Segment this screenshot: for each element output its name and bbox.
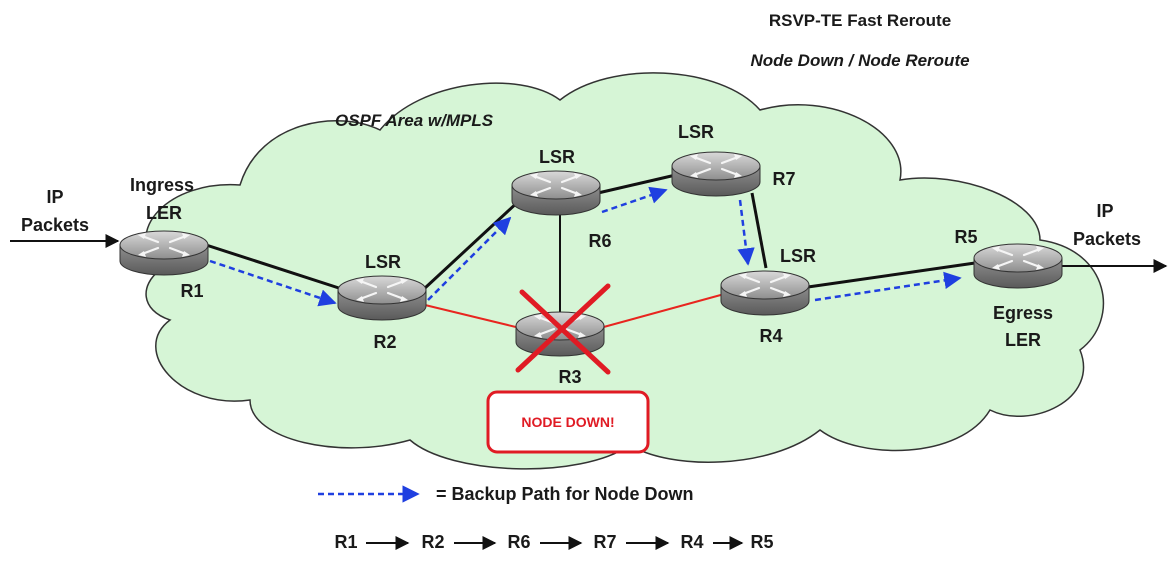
backup-r7-r4 — [737, 199, 755, 266]
router-r2-icon — [336, 274, 428, 322]
backup-r4-r5 — [814, 271, 962, 302]
link-r1-r2 — [199, 241, 346, 292]
router-r4-icon — [719, 269, 811, 317]
r4-name: R4 — [759, 326, 782, 346]
link-r2-r3 — [424, 304, 521, 329]
r4-role: LSR — [780, 246, 816, 266]
router-r5-icon — [972, 242, 1064, 290]
link-r3-r4 — [599, 292, 729, 329]
sequence-item-4: R7 — [593, 532, 616, 552]
link-r2-r6 — [423, 198, 522, 290]
backup-r6-r7 — [601, 186, 668, 214]
ip-in-line2: Packets — [21, 215, 89, 235]
r5-role-line2: LER — [1005, 330, 1041, 350]
r1-role-line2: LER — [146, 203, 182, 223]
r6-name: R6 — [588, 231, 611, 251]
r1-role-line1: Ingress — [130, 175, 194, 195]
r1-name: R1 — [180, 281, 203, 301]
ospf-area-cloud — [145, 72, 1105, 470]
node-down-alert-text: NODE DOWN! — [521, 414, 614, 430]
r2-role: LSR — [365, 252, 401, 272]
r2-name: R2 — [373, 332, 396, 352]
ip-in-line1: IP — [46, 187, 63, 207]
r6-role: LSR — [539, 147, 575, 167]
area-label: OSPF Area w/MPLS — [335, 111, 494, 130]
r5-role-line1: Egress — [993, 303, 1053, 323]
r3-name: R3 — [558, 367, 581, 387]
node-down-alert-box — [486, 390, 650, 454]
r7-name: R7 — [772, 169, 795, 189]
sequence-item-6: R5 — [750, 532, 773, 552]
sequence-item-2: R2 — [421, 532, 444, 552]
router-r1-icon — [118, 229, 210, 277]
r5-name: R5 — [954, 227, 977, 247]
router-r7-icon — [670, 150, 762, 198]
ip-out-line2: Packets — [1073, 229, 1141, 249]
ip-out-line1: IP — [1096, 201, 1113, 221]
r7-role: LSR — [678, 122, 714, 142]
link-r6-r7 — [597, 172, 681, 195]
sequence-item-5: R4 — [680, 532, 703, 552]
backup-r1-r2 — [209, 259, 337, 307]
sequence-item-3: R6 — [507, 532, 530, 552]
failure-x-icon — [515, 283, 611, 375]
router-r6-icon — [510, 169, 602, 217]
link-r7-r4 — [750, 192, 768, 269]
diagram-title: RSVP-TE Fast Reroute — [769, 11, 951, 30]
sequence-item-1: R1 — [334, 532, 357, 552]
legend-text: = Backup Path for Node Down — [436, 484, 694, 504]
backup-sequence: R1 R2 R6 R7 R4 R5 — [334, 532, 773, 552]
link-r4-r5 — [807, 261, 976, 289]
diagram-subtitle: Node Down / Node Reroute — [750, 51, 969, 70]
